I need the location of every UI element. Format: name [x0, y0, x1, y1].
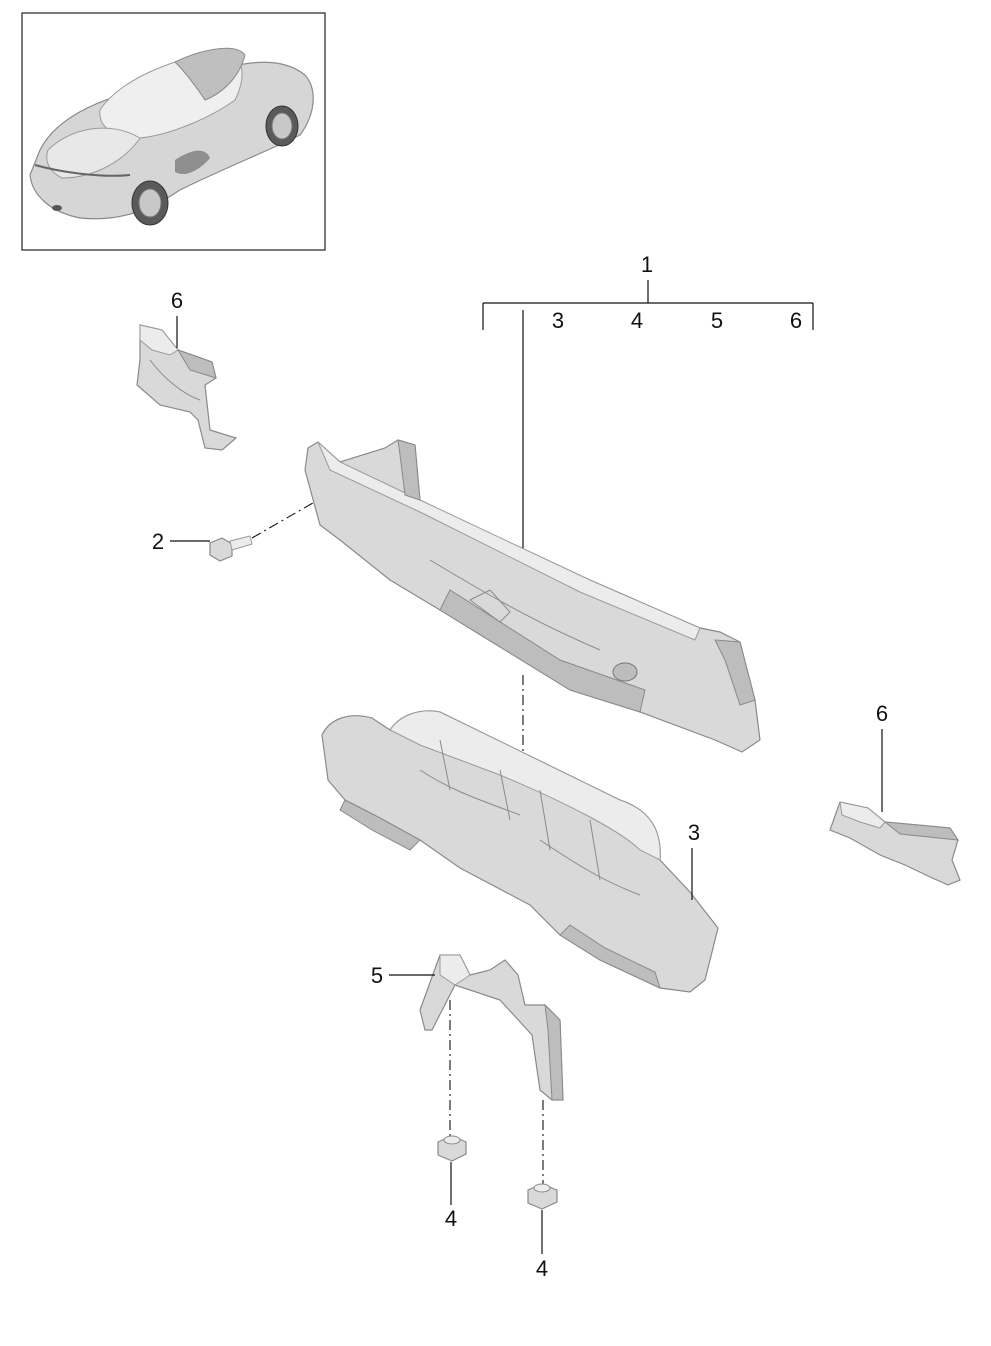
- support-bracket: 5: [371, 954, 564, 1101]
- crossmember: [304, 439, 761, 753]
- heat-shield: 3: [321, 710, 719, 993]
- callout-label: 4: [445, 1206, 457, 1231]
- callout-label: 3: [688, 820, 700, 845]
- nut-right: 4: [527, 1183, 558, 1281]
- group-member-label: 6: [790, 308, 802, 333]
- callout-label: 5: [371, 963, 383, 988]
- bracket-right: 6: [829, 701, 961, 886]
- nut-left: 4: [437, 1135, 467, 1231]
- bracket-left: 6: [136, 288, 238, 451]
- callout-label: 2: [152, 529, 164, 554]
- group-member-label: 4: [631, 308, 643, 333]
- callout-label: 6: [171, 288, 183, 313]
- callout-label: 4: [536, 1256, 548, 1281]
- car-icon: [29, 47, 314, 226]
- callout-label: 6: [876, 701, 888, 726]
- group-bracket: 1 3 4 5 6: [482, 252, 814, 572]
- group-label: 1: [641, 252, 653, 277]
- group-member-label: 5: [711, 308, 723, 333]
- group-member-label: 3: [552, 308, 564, 333]
- vehicle-thumbnail: [21, 12, 326, 251]
